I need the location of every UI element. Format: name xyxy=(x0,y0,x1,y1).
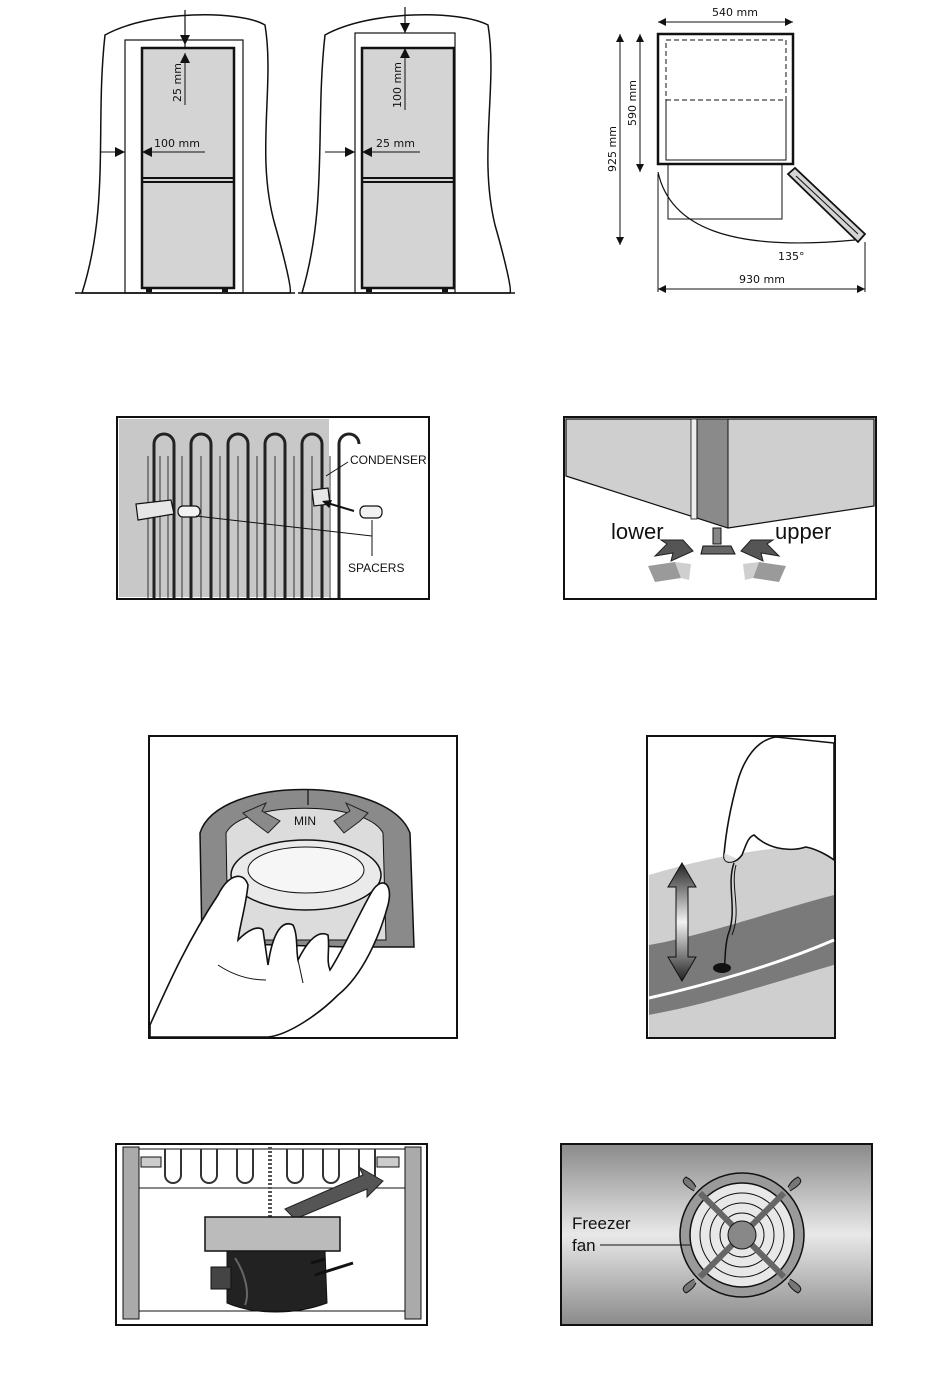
depth-label: 590 mm xyxy=(626,80,639,126)
compressor-body xyxy=(227,1251,327,1312)
fan-guard xyxy=(680,1173,804,1297)
left-top-gap-label: 25 mm xyxy=(171,63,184,102)
fan-label-line1: Freezer xyxy=(572,1214,631,1233)
door-swing-svg: 540 mm 590 mm 925 mm 135° 930 mm xyxy=(600,2,875,300)
total-width-label: 930 mm xyxy=(739,273,785,286)
condenser-figure: CONDENSER SPACERS xyxy=(116,416,430,600)
drip-tray xyxy=(205,1217,340,1251)
clearance-figure: 25 mm 100 mm 100 mm 25 mm xyxy=(70,5,520,300)
side-rail-left xyxy=(123,1147,139,1319)
side-rail-right xyxy=(405,1147,421,1319)
condenser-label: CONDENSER xyxy=(350,453,427,467)
compressor-figure xyxy=(115,1143,428,1326)
clearance-svg: 25 mm 100 mm 100 mm 25 mm xyxy=(70,5,520,300)
foot-pad xyxy=(701,546,735,554)
angle-label: 135° xyxy=(778,250,805,263)
compressor-svg xyxy=(115,1143,428,1326)
spacer-right xyxy=(360,506,382,518)
feet-svg: lower upper xyxy=(563,416,877,600)
fan-hub xyxy=(728,1221,756,1249)
depth-open-label: 925 mm xyxy=(606,126,619,172)
fridge-left xyxy=(142,48,234,288)
condenser-svg: CONDENSER SPACERS xyxy=(116,416,430,600)
left-side-gap-label: 100 mm xyxy=(154,137,200,150)
foot-screw xyxy=(713,528,721,544)
thermostat-figure: MIN xyxy=(148,735,458,1039)
door-swing-figure: 540 mm 590 mm 925 mm 135° 930 mm xyxy=(600,2,875,300)
drain-figure xyxy=(646,735,836,1039)
fan-label-line2: fan xyxy=(572,1236,596,1255)
spacers-label: SPACERS xyxy=(348,561,404,575)
fridge-right xyxy=(362,48,454,288)
min-label: MIN xyxy=(294,814,316,828)
right-top-gap-label: 100 mm xyxy=(391,62,404,108)
fan-svg: Freezer fan xyxy=(560,1143,873,1326)
drain-hole xyxy=(713,963,731,973)
upper-label: upper xyxy=(775,519,831,544)
right-side-gap-label: 25 mm xyxy=(376,137,415,150)
thermostat-svg: MIN xyxy=(148,735,458,1039)
feet-figure: lower upper xyxy=(563,416,877,600)
spacer-left xyxy=(178,506,200,517)
cabinet-top-view xyxy=(658,34,793,164)
drain-svg xyxy=(646,735,836,1039)
fan-figure: Freezer fan xyxy=(560,1143,873,1326)
lower-label: lower xyxy=(611,519,664,544)
width-label: 540 mm xyxy=(712,6,758,19)
